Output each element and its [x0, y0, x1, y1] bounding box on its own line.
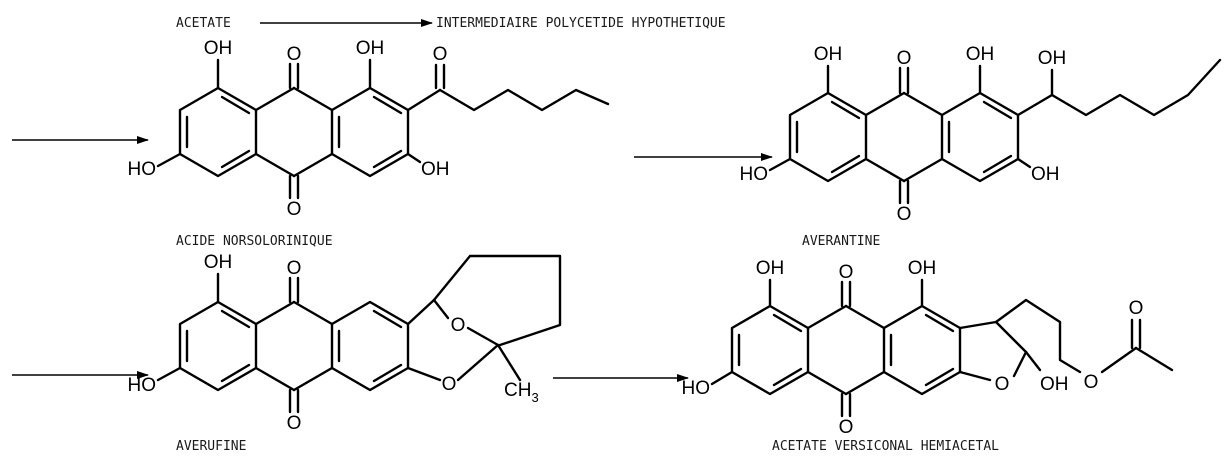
atom-o: O [287, 413, 302, 434]
molecule-norsolorinic-acid: OH O OH O HO OH O [128, 38, 610, 220]
atom-oh: OH [756, 258, 785, 279]
compound-name-versiconal: ACETATE VERSICONAL HEMIACETAL [772, 439, 999, 454]
atom-oh: OH [356, 38, 385, 59]
atom-ho: HO [682, 378, 711, 399]
atom-o: O [287, 258, 302, 279]
atom-o: O [442, 374, 457, 395]
atom-oh: OH [204, 252, 233, 273]
atom-o: O [995, 374, 1010, 395]
atom-oh: OH [421, 159, 450, 180]
molecule-averufin: OH O O O HO O CH3 [128, 252, 562, 434]
atom-o: O [897, 204, 912, 225]
atom-ho: HO [740, 164, 769, 185]
atom-o: O [839, 262, 854, 283]
header-end-label: INTERMEDIAIRE POLYCETIDE HYPOTHETIQUE [436, 16, 726, 31]
molecule-versiconal-hemiacetal-acetate: OH O OH HO O O OH O O [682, 258, 1174, 438]
atom-o: O [287, 199, 302, 220]
atom-oh: OH [908, 258, 937, 279]
molecule-averantin: OH O OH OH HO OH O [740, 44, 1222, 225]
atom-oh: OH [1038, 48, 1067, 69]
atom-oh: OH [814, 44, 843, 65]
atom-o: O [287, 44, 302, 65]
header-start-label: ACETATE [176, 16, 231, 31]
atom-o: O [433, 44, 448, 65]
atom-o: O [897, 48, 912, 69]
compound-name-averufin: AVERUFINE [176, 439, 246, 454]
atom-o: O [1084, 372, 1099, 393]
atom-oh: OH [966, 44, 995, 65]
atom-oh: OH [1040, 374, 1069, 395]
atom-ho: HO [128, 375, 157, 396]
atom-ho: HO [128, 159, 157, 180]
atom-o: O [451, 315, 466, 336]
atom-o: O [839, 417, 854, 438]
atom-o: O [1129, 298, 1144, 319]
atom-ch3: CH3 [504, 380, 539, 405]
compound-name-averantin: AVERANTINE [802, 234, 880, 249]
atom-oh: OH [1031, 164, 1060, 185]
compound-name-norsolorinic: ACIDE NORSOLORINIQUE [176, 234, 333, 249]
atom-oh: OH [204, 38, 233, 59]
